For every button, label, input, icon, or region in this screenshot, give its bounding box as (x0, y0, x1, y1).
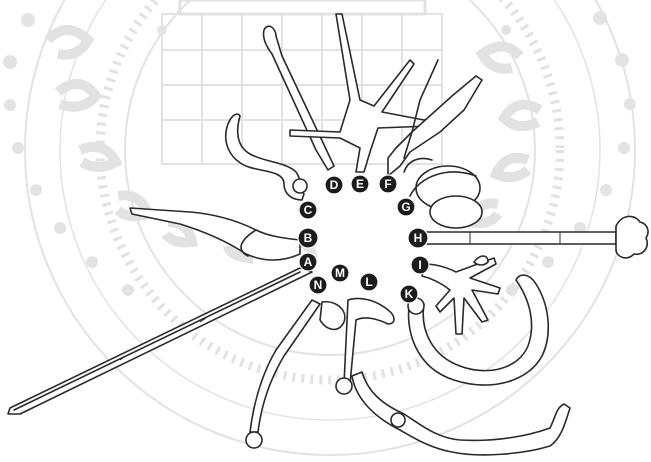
label-badge-b: B (298, 228, 318, 248)
label-badge-m: M (331, 264, 349, 282)
label-e-text: E (356, 177, 364, 191)
label-badge-i: I (411, 256, 429, 274)
instrument-hook-c (226, 114, 307, 200)
label-n-text: N (314, 278, 323, 292)
label-d-text: D (330, 178, 339, 192)
label-c-text: C (304, 203, 313, 217)
label-a-text: A (304, 255, 313, 269)
label-badge-e: E (351, 175, 369, 193)
label-l-text: L (365, 275, 372, 289)
label-h-text: H (414, 231, 423, 245)
label-f-text: F (384, 177, 391, 191)
seal-watermark (3, 0, 636, 455)
label-badge-g: G (397, 198, 415, 216)
label-badge-a: A (299, 253, 317, 271)
label-badge-c: C (299, 201, 317, 219)
instrument-tube-lower (352, 372, 570, 455)
instrument-loop-g (404, 159, 482, 229)
watermark-lettering (48, 30, 540, 264)
label-badge-n: N (309, 276, 327, 294)
label-i-text: I (418, 258, 421, 272)
instrument-blade-b (130, 208, 300, 260)
label-k-text: K (405, 287, 414, 301)
label-badge-k: K (400, 285, 418, 303)
label-b-text: B (304, 231, 313, 245)
label-badge-d: D (325, 176, 343, 194)
label-badge-f: F (379, 175, 397, 193)
label-badge-l: L (360, 273, 378, 291)
label-m-text: M (335, 266, 345, 280)
instrument-bent-m (320, 302, 345, 330)
instrument-crook-n (246, 300, 320, 448)
label-g-text: G (401, 200, 410, 214)
label-badge-h: H (408, 228, 428, 248)
instrument-probe-d (263, 26, 334, 170)
label-badges: A B C D E F G H (298, 175, 429, 303)
